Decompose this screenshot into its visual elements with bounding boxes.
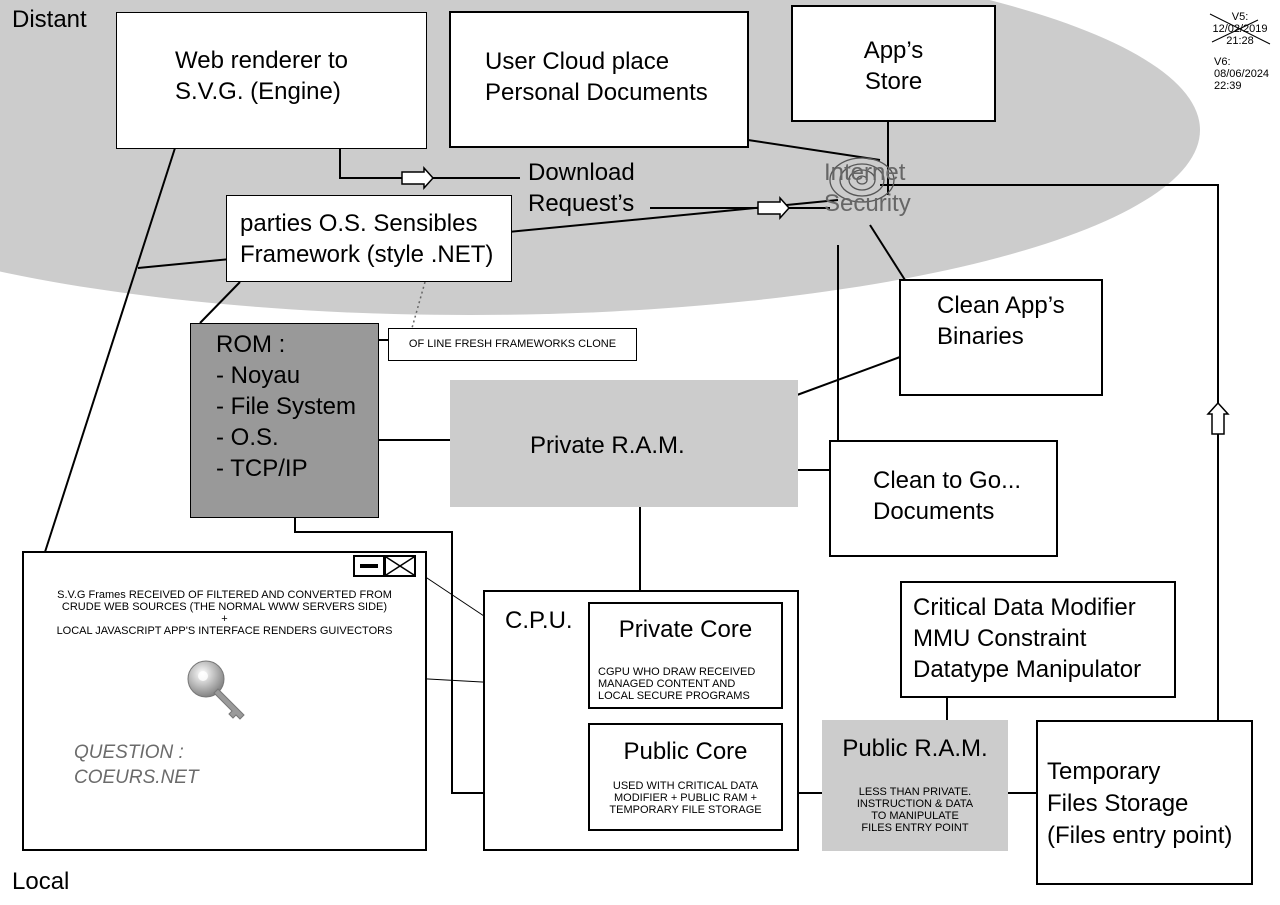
version-v5: V5: 12/02/2019 21:28	[1212, 11, 1268, 47]
offline-clone-label: OF LINE FRESH FRAMEWORKS CLONE	[408, 338, 617, 350]
rom-box: ROM : - Noyau - File System - O.S. - TCP…	[190, 323, 379, 518]
minimize-button[interactable]	[353, 555, 385, 577]
download-arrow	[401, 166, 435, 190]
clean-binaries-box: Clean App’s Binaries	[899, 279, 1103, 396]
private-core-label: Private Core	[618, 616, 753, 643]
offline-clone-box: OF LINE FRESH FRAMEWORKS CLONE	[388, 328, 637, 361]
private-ram-box: Private R.A.M.	[450, 380, 798, 507]
local-window: S.V.G Frames RECEIVED OF FILTERED AND CO…	[22, 551, 427, 851]
window-controls	[353, 555, 417, 577]
window-description: S.V.G Frames RECEIVED OF FILTERED AND CO…	[56, 589, 393, 637]
internet-security-label: Internet Security	[824, 159, 911, 217]
close-icon	[386, 557, 414, 575]
clean-documents-box: Clean to Go... Documents	[829, 440, 1058, 557]
version-v6: V6: 08/06/2024 22:39	[1214, 56, 1270, 92]
public-core-label: Public Core	[623, 738, 748, 765]
zone-local-label: Local	[12, 868, 70, 895]
public-ram-desc: LESS THAN PRIVATE. INSTRUCTION & DATA TO…	[856, 786, 974, 834]
minimize-icon	[360, 564, 378, 568]
web-renderer-box: Web renderer to S.V.G. (Engine)	[116, 12, 427, 149]
close-button[interactable]	[384, 555, 416, 577]
private-ram-label: Private R.A.M.	[530, 432, 685, 459]
download-request-label: Download Request’s	[528, 159, 635, 217]
critical-data-box: Critical Data Modifier MMU Constraint Da…	[900, 581, 1176, 698]
version-strike	[1209, 13, 1271, 45]
zone-distant-label: Distant	[12, 6, 87, 33]
request-arrow	[757, 196, 791, 220]
security-spiral-icon	[829, 157, 895, 203]
user-cloud-box: User Cloud place Personal Documents	[449, 11, 749, 148]
temp-storage-box: Temporary Files Storage (Files entry poi…	[1036, 720, 1253, 885]
public-core-box: Public Core USED WITH CRITICAL DATA MODI…	[588, 723, 783, 831]
cpu-label: C.P.U.	[505, 607, 573, 634]
upload-arrow	[1206, 401, 1230, 435]
private-core-box: Private Core CGPU WHO DRAW RECEIVED MANA…	[588, 602, 783, 709]
public-ram-box: Public R.A.M. LESS THAN PRIVATE. INSTRUC…	[822, 720, 1008, 851]
private-core-desc: CGPU WHO DRAW RECEIVED MANAGED CONTENT A…	[598, 666, 756, 702]
public-core-desc: USED WITH CRITICAL DATA MODIFIER + PUBLI…	[609, 780, 762, 816]
app-store-box: App’s Store	[791, 5, 996, 122]
question-label: QUESTION : COEURS.NET	[74, 742, 199, 788]
parties-os-box: parties O.S. Sensibles Framework (style …	[226, 195, 512, 282]
public-ram-label: Public R.A.M.	[842, 735, 988, 762]
key-icon	[187, 660, 245, 720]
